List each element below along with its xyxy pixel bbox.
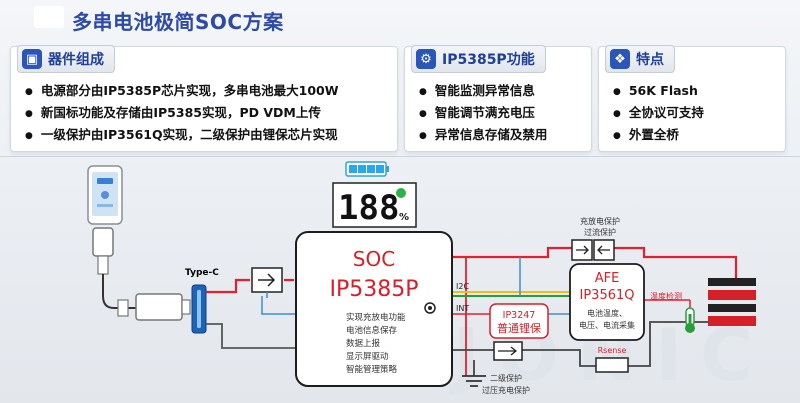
list-item: 异常信息存储及禁用: [419, 125, 548, 147]
features-panel-header: ❖ 特点: [605, 45, 675, 73]
ip3247-desc: 普通锂保: [497, 321, 541, 335]
signal-wiring: [261, 257, 691, 315]
type-c-label: Type-C: [185, 268, 219, 278]
charge-protect-label: 充放电保护: [580, 216, 620, 226]
battery-level-icon: [345, 161, 389, 177]
title-row: 多串电池极简SOC方案: [0, 0, 800, 40]
i2c-label: I2C: [456, 282, 469, 291]
input-mosfet-icon: [251, 267, 283, 298]
segment-percent: %: [399, 212, 409, 223]
charge-indicator-icon: [396, 188, 406, 198]
functions-panel-header: ⚙ IP5385P功能: [411, 45, 546, 73]
list-item: 新国标功能及存储由IP5385实现，PD VDM上传: [25, 103, 339, 125]
soc-function-item: 电池信息保存: [346, 325, 398, 336]
ground-icon: [462, 375, 486, 387]
list-item: 电源部分由IP5385P芯片实现，多串电池最大100W: [25, 81, 339, 103]
afe-chip: AFE IP3561Q 电池温度、 电压、电流采集: [569, 263, 645, 341]
secondary-protect-label: 二级保护: [490, 373, 522, 383]
battery-stack-icon: [708, 278, 756, 326]
title-accent-block: [34, 6, 64, 28]
soc-function-item: 实现充放电功能: [346, 312, 406, 323]
list-item: 智能监测异常信息: [419, 81, 547, 103]
features-list: 56K Flash 全协议可支持 外置全桥: [613, 81, 704, 147]
charge-discharge-mosfet-icon: [571, 239, 615, 261]
overvoltage-protect-label: 过压充电保护: [482, 385, 530, 395]
thermometer-icon: [685, 307, 695, 333]
features-panel-title: 特点: [636, 52, 664, 68]
components-panel: ▣ 器件组成 电源部分由IP5385P芯片实现，多串电池最大100W 新国标功能…: [10, 45, 398, 152]
afe-desc: 电压、电流采集: [579, 320, 635, 330]
functions-list: 智能监测异常信息 智能调节满充电压 异常信息存储及禁用: [419, 81, 548, 147]
list-item: 全协议可支持: [613, 103, 704, 125]
functions-panel: ⚙ IP5385P功能 智能监测异常信息 智能调节满充电压 异常信息存储及禁用: [404, 45, 592, 152]
afe-desc: 电池温度、: [587, 308, 627, 318]
section-divider: [0, 156, 800, 157]
puzzle-icon: ❖: [610, 49, 630, 69]
type-c-port-icon: [191, 284, 207, 334]
list-item: 外置全桥: [613, 125, 704, 147]
ip3247-part: IP3247: [503, 310, 536, 321]
chip-icon: ▣: [22, 49, 42, 69]
soc-chip: SOC IP5385P 实现充放电功能 电池信息保存 数据上报 显示屏驱动 智能…: [295, 231, 453, 387]
gear-icon: ⚙: [416, 49, 436, 69]
rsense-resistor-icon: [595, 357, 629, 373]
soc-function-item: 数据上报: [346, 338, 381, 349]
soc-part: IP5385P: [329, 277, 418, 302]
temp-label: 温度检测: [650, 291, 682, 301]
usb-cable-icon: [92, 227, 191, 321]
soc-function-item: 智能管理策略: [346, 364, 398, 375]
components-panel-title: 器件组成: [48, 52, 104, 68]
list-item: 一级保护由IP3561Q实现，二级保护由锂保芯片实现: [25, 125, 339, 147]
soc-name: SOC: [353, 247, 395, 271]
phone-icon: [87, 165, 123, 225]
afe-name: AFE: [595, 271, 620, 286]
ip3247-chip: IP3247 普通锂保: [489, 303, 549, 339]
functions-panel-title: IP5385P功能: [442, 52, 535, 68]
secondary-mosfet-icon: [493, 341, 523, 361]
int-label: INT: [456, 304, 469, 313]
features-panel: ❖ 特点 56K Flash 全协议可支持 外置全桥: [598, 45, 786, 152]
rsense-label: Rsense: [598, 346, 627, 355]
segment-digits: 188: [338, 188, 399, 228]
list-item: 56K Flash: [613, 81, 704, 103]
soc-function-item: 显示屏驱动: [346, 351, 389, 362]
segment-display: 188 %: [332, 182, 417, 228]
overcurrent-protect-label: 过流保护: [584, 227, 616, 237]
list-item: 智能调节满充电压: [419, 103, 547, 125]
components-panel-header: ▣ 器件组成: [17, 45, 115, 73]
page-title: 多串电池极简SOC方案: [72, 10, 284, 34]
afe-part: IP3561Q: [580, 288, 635, 303]
components-list: 电源部分由IP5385P芯片实现，多串电池最大100W 新国标功能及存储由IP5…: [25, 81, 339, 147]
